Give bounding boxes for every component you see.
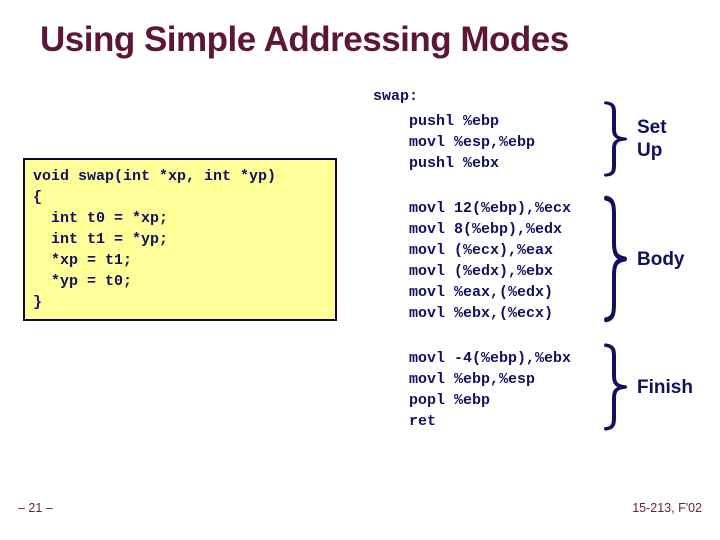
- assembly-listing: swap: pushl %ebp movl %esp,%ebp pushl %e…: [373, 86, 571, 456]
- asm-setup-instructions: pushl %ebp movl %esp,%ebp pushl %ebx: [409, 113, 536, 172]
- asm-body-instructions: movl 12(%ebp),%ecx movl 8(%ebp),%edx mov…: [409, 200, 572, 322]
- c-source-code: void swap(int *xp, int *yp) { int t0 = *…: [33, 168, 277, 311]
- finish-section-label: Finish: [637, 376, 693, 398]
- setup-section-label: Set Up: [637, 117, 667, 161]
- c-code-box: void swap(int *xp, int *yp) { int t0 = *…: [23, 158, 337, 321]
- body-brace-icon: [604, 195, 627, 323]
- asm-finish-instructions: movl -4(%ebp),%ebx movl %ebp,%esp popl %…: [409, 350, 572, 430]
- body-section-label: Body: [637, 248, 685, 270]
- asm-function-label: swap:: [373, 88, 419, 105]
- course-footer: 15-213, F'02: [632, 501, 702, 515]
- page-number: – 21 –: [18, 501, 53, 515]
- finish-brace-icon: [604, 343, 627, 431]
- slide-title: Using Simple Addressing Modes: [40, 20, 569, 59]
- setup-brace-icon: [604, 101, 627, 177]
